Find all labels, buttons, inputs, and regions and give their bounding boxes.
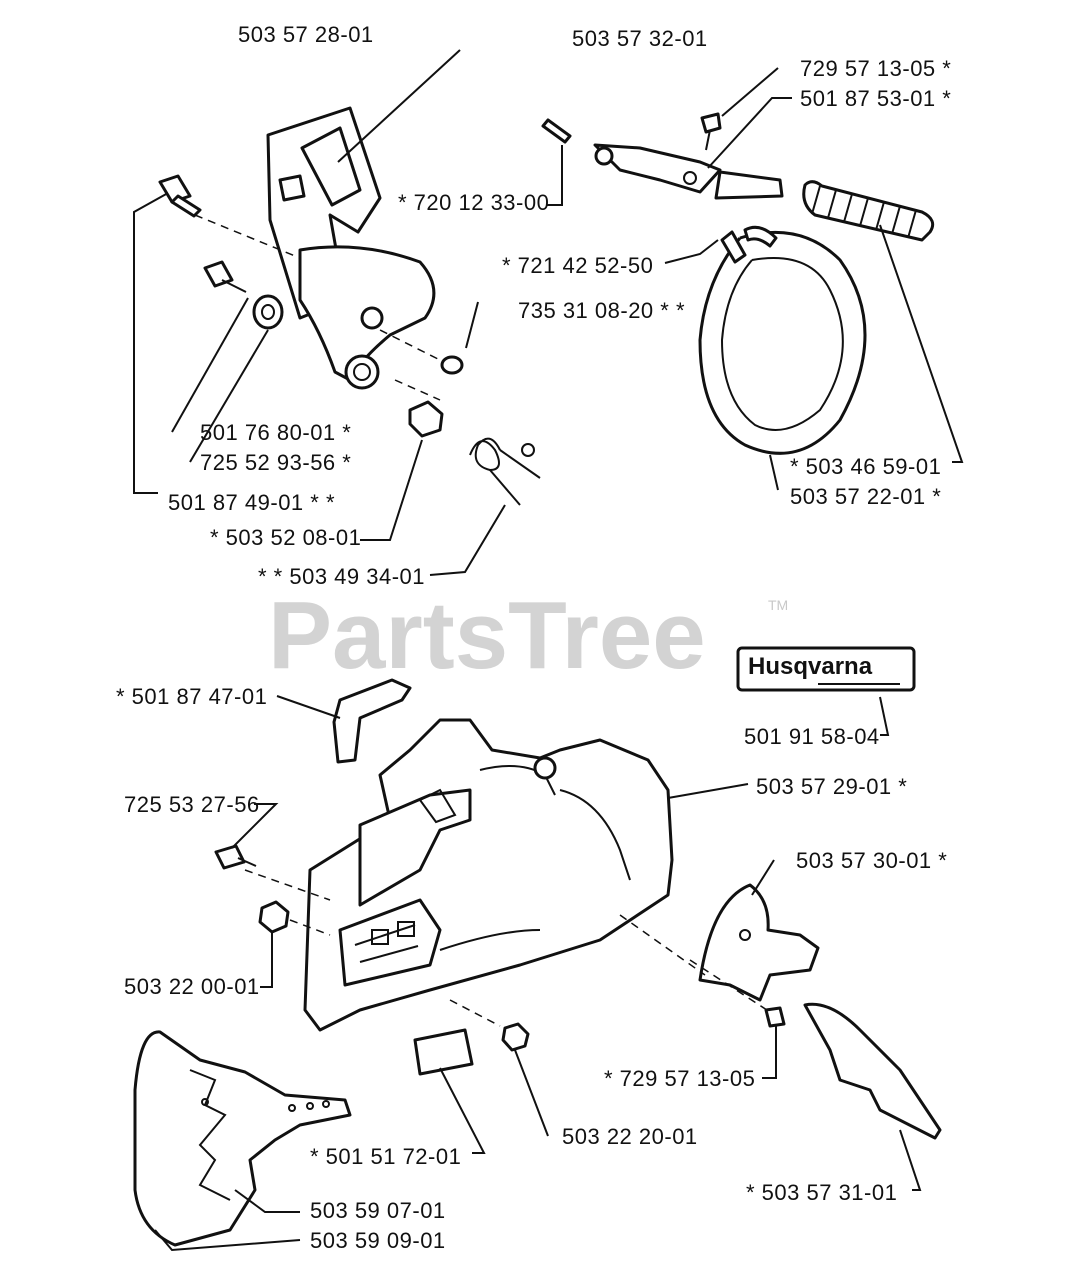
brake-pin [541,118,572,144]
part-label-503-57-28-01: 503 57 28-01 [238,22,374,47]
brake-spring [469,437,541,506]
assembly-line [689,959,771,1013]
part-label-725-53-27-56: 725 53 27-56 [124,792,260,817]
assembly-line [244,869,331,901]
husqvarna-logo: Husqvarna [748,653,873,680]
part-label-501-87-53-01: 501 87 53-01 * [800,86,951,111]
assembly-line [379,329,441,361]
assembly-line [289,919,331,936]
snap-ring [440,355,464,375]
part-label-729-57-13-05-bottom: * 729 57 13-05 [604,1066,755,1091]
brake-coil-spring [802,180,935,242]
part-label-501-87-47-01: * 501 87 47-01 [116,684,267,709]
brake-screw [203,260,247,293]
part-label-501-91-58-04: 501 91 58-04 [744,724,880,749]
part-label-503-46-59-01: * 503 46 59-01 [790,454,941,479]
brake-band [698,225,867,455]
brake-bushing [252,294,284,330]
cover-screw [214,844,257,870]
assembly-line [394,379,441,401]
trademark-mark: TM [768,597,788,613]
brake-nut [408,400,444,438]
part-label-501-51-72-01: * 501 51 72-01 [310,1144,461,1169]
part-label-503-59-07-01: 503 59 07-01 [310,1198,446,1223]
chain-guard-plate [698,883,820,1002]
guard-screw [764,1006,786,1028]
part-label-501-87-49-01: 501 87 49-01 * * [168,490,335,515]
cover-nut-bottom [501,1022,530,1052]
chain-catcher [413,1028,474,1076]
part-label-501-76-80-01: 501 76 80-01 * [200,420,351,445]
assembly-line [449,999,501,1027]
brake-handle-guard [266,106,436,390]
part-label-725-52-93-56: 725 52 93-56 * [200,450,351,475]
brake-lever-link [593,143,784,200]
parts-tree-watermark: PartsTree [268,582,706,689]
part-label-721-42-52-50: * 721 42 52-50 [502,253,653,278]
part-label-735-31-08-20: 735 31 08-20 * * [518,298,685,323]
part-label-503-57-31-01: * 503 57 31-01 [746,1180,897,1205]
part-label-729-57-13-05-top: 729 57 13-05 * [800,56,951,81]
guide-clip [332,678,412,764]
part-label-503-57-29-01: 503 57 29-01 * [756,774,907,799]
assembly-line [619,914,706,976]
leader-lines [133,49,964,1252]
part-label-720-12-33-00: * 720 12 33-00 [398,190,549,215]
part-label-503-22-20-01: 503 22 20-01 [562,1124,698,1149]
part-label-503-59-09-01: 503 59 09-01 [310,1228,446,1253]
protective-shield [133,1030,352,1247]
clutch-cover [303,718,674,1032]
part-label-503-57-22-01: 503 57 22-01 * [790,484,941,509]
assembly-line [194,214,301,259]
husqvarna-decal: Husqvarna [736,646,916,692]
part-label-503-57-30-01: 503 57 30-01 * [796,848,947,873]
part-label-503-49-34-01: * * 503 49 34-01 [258,564,425,589]
part-label-503-57-32-01: 503 57 32-01 [572,26,708,51]
bar-guard [803,1002,942,1140]
part-label-503-52-08-01: * 503 52 08-01 [210,525,361,550]
brake-bolt [158,174,202,218]
cover-nut-left [258,900,290,934]
part-label-503-22-00-01: 503 22 00-01 [124,974,260,999]
lever-screw [700,112,722,151]
